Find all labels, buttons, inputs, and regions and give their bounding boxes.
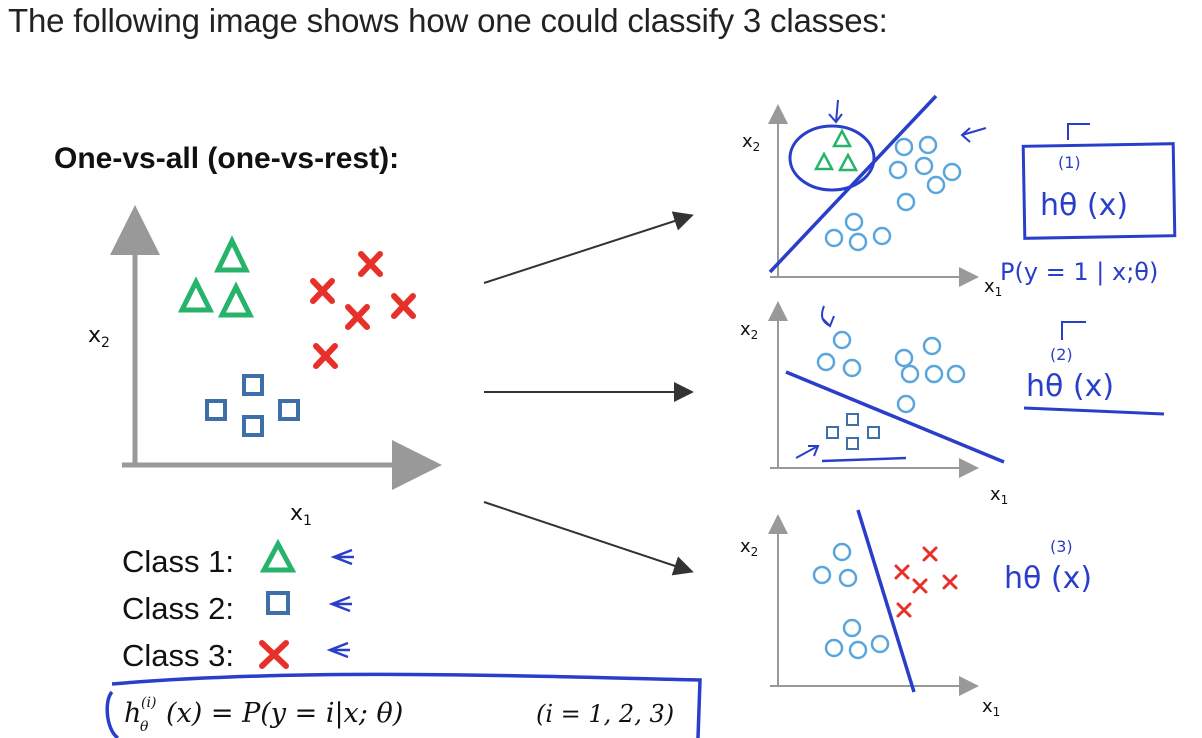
formula-range: (i = 1, 2, 3) (536, 700, 674, 728)
panel-3: x2 x1 (3) hθ (x) (740, 509, 1092, 719)
svg-text:(i): (i) (141, 695, 156, 711)
h1-superscript: (1) (1058, 153, 1081, 172)
h1-label: hθ (x) (1040, 188, 1128, 223)
h3-superscript: (3) (1050, 537, 1073, 556)
panel3-axis-x-label: x1 (982, 696, 1000, 719)
legend: Class 1: Class 2: Class 3: (122, 538, 354, 673)
h2-superscript: (2) (1050, 345, 1073, 364)
triangle-marker-icon (259, 538, 297, 573)
panel-2: x2 x1 (2) hθ (x) (740, 301, 1165, 507)
panel2-axis-y-label: x2 (740, 319, 758, 342)
h3-label: hθ (x) (1004, 561, 1092, 596)
h2-label: hθ (x) (1026, 369, 1114, 404)
intro-text: The following image shows how one could … (8, 2, 888, 39)
legend-class1-label: Class 1: (122, 544, 234, 579)
square-marker-icon (266, 591, 290, 615)
panel2-axis-x-label: x1 (990, 484, 1008, 507)
panel3-axis-y-label: x2 (740, 536, 758, 559)
p1-label: P(y = 1 | x;θ) (1000, 258, 1158, 286)
main-class1-points (177, 235, 255, 318)
diagram-title: One-vs-all (one-vs-rest): (54, 142, 399, 175)
formula-highlight-box (105, 672, 702, 738)
arrow-left-icon (326, 641, 350, 659)
arrow-left-icon (330, 548, 354, 566)
legend-class2-label: Class 2: (122, 591, 234, 626)
svg-text:θ: θ (140, 719, 149, 735)
legend-class3-label: Class 3: (122, 638, 234, 673)
main-class3-points (310, 251, 416, 369)
cross-marker-icon (259, 640, 289, 669)
main-class2-points (205, 374, 300, 437)
svg-text:h: h (124, 698, 141, 729)
panel-1: x2 x1 (1) hθ (x) P(y = 1 | x;θ) (742, 94, 1177, 299)
panel1-axis-y-label: x2 (742, 131, 760, 154)
main-plot-axes (110, 205, 442, 490)
formula: h (i) θ (x) = P(y = i|x; θ) (i = 1, 2, 3… (124, 695, 674, 735)
main-axis-x-label: x1 (290, 501, 312, 529)
arrow-left-icon (328, 595, 352, 613)
formula-text: (x) = P(y = i|x; θ) (166, 698, 403, 729)
main-axis-y-label: x2 (88, 323, 110, 351)
connector-arrows (483, 211, 694, 576)
